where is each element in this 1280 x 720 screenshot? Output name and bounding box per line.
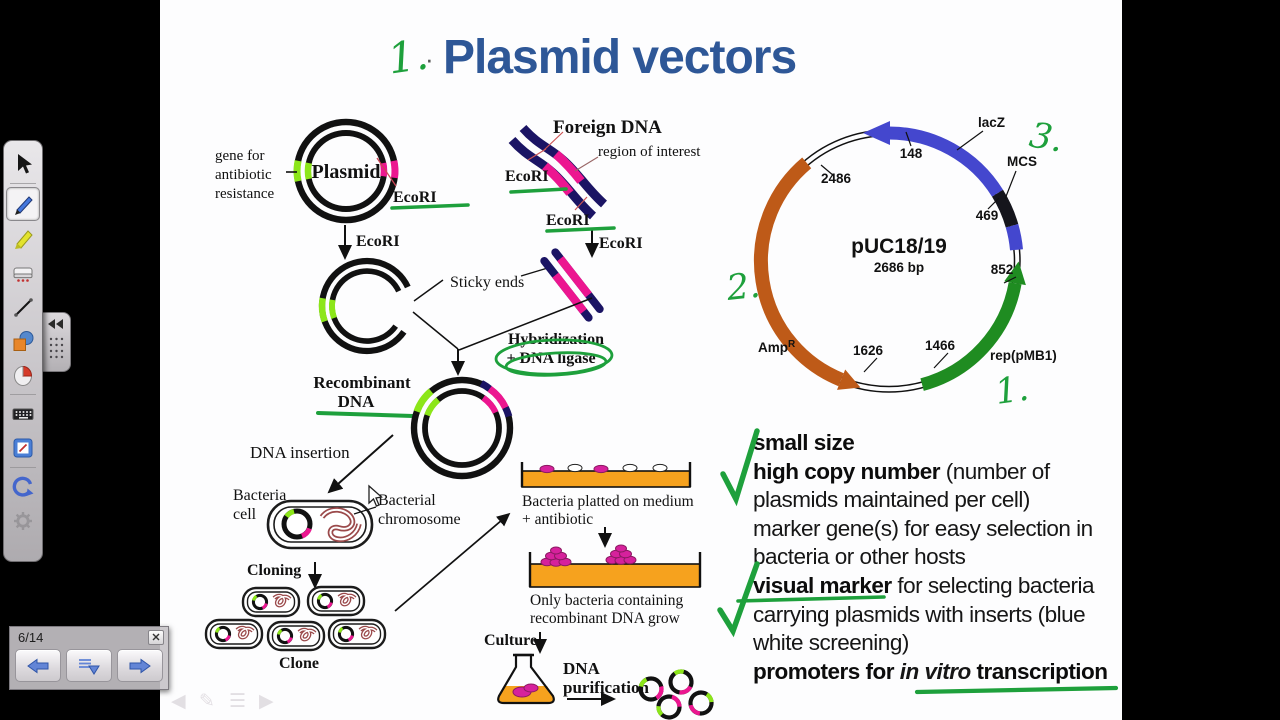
eraser-tool-button[interactable] [7,257,39,289]
note-line: promoters for in vitro transcription [753,658,1108,684]
toolbar-separator [10,394,36,395]
collapse-chevrons-icon [48,319,64,359]
select-tool-button[interactable] [7,148,39,180]
pen-icon [15,196,33,215]
note-line: small size [753,430,855,455]
title-separator-dot: · [425,44,434,74]
pen-tool-button[interactable] [6,187,40,221]
select-cursor-icon [18,154,32,174]
note-line: white screening) [753,630,909,656]
right-click-tool-button[interactable] [7,359,39,391]
keyboard-tool-button[interactable] [7,398,39,430]
note-line: bacteria or other hosts [753,544,966,570]
toolbar-separator [10,467,36,468]
navigator-close-button[interactable] [148,629,164,645]
page-list-icon [79,658,100,675]
keyboard-icon [12,408,34,420]
settings-tool-button[interactable] [7,505,39,537]
page-title: Plasmid vectors [443,31,797,84]
previous-page-button[interactable] [15,649,61,682]
smartboard-toolbar [3,140,43,562]
next-page-button[interactable] [117,649,163,682]
note-line: marker gene(s) for easy selection in [753,515,1093,541]
shapes-tool-button[interactable] [7,325,39,357]
close-icon [152,633,160,641]
page-sorter-button[interactable] [66,649,112,682]
shapes-icon [13,331,34,351]
line-icon [14,298,33,317]
forward-arrow-icon [129,658,151,673]
undo-tool-button[interactable] [7,471,39,503]
highlighter-icon [15,230,33,249]
undo-icon [12,476,34,497]
note-line: visual marker for selecting bacteria [753,572,1094,598]
note-line: carrying plasmids with inserts (blue [753,601,1086,627]
ghost-forward-arrow-icon: ▶ [259,690,274,712]
toolbar-collapse-tab[interactable] [43,312,71,372]
ghost-pen-icon: ✎ [199,690,215,712]
note-line: plasmids maintained per cell) [753,487,1030,513]
line-tool-button[interactable] [7,291,39,323]
ghost-list-icon: ☰ [229,690,247,712]
eraser-icon [13,267,33,282]
note-line: high copy number (number of [753,458,1050,484]
back-arrow-icon [27,658,49,673]
notebook-icon [13,438,33,458]
notebook-tool-button[interactable] [7,432,39,464]
ghost-back-arrow-icon: ◀ [171,690,186,712]
gear-icon [14,512,32,530]
page-indicator: 6/14 [18,629,44,645]
toolbar-separator [10,183,36,184]
page-navigator: 6/14 [9,626,169,690]
notes-block: small size high copy number (number of p… [753,429,1133,686]
right-click-mouse-icon [14,365,33,386]
highlighter-tool-button[interactable] [7,223,39,255]
